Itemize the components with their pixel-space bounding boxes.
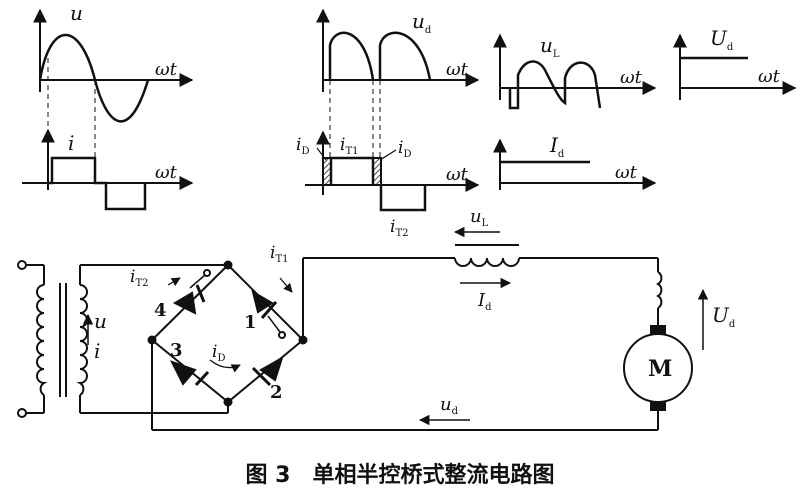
- i-axis-label: ωt: [155, 162, 178, 183]
- figure-caption: 图 3 单相半控桥式整流电路图: [246, 462, 555, 488]
- motor-field-winding: [656, 271, 663, 309]
- iT2-label: iT2: [390, 217, 408, 239]
- node-label-3: 3: [170, 340, 183, 361]
- iD-left-label: iD: [296, 135, 309, 157]
- node-label-2: 2: [270, 382, 283, 403]
- node-label-4: 4: [154, 300, 167, 321]
- iT2-arrow: [167, 277, 181, 287]
- motor-label: M: [648, 356, 672, 382]
- Id-label: Id: [549, 133, 565, 160]
- transformer-u-label: u: [94, 309, 107, 333]
- ud-pulse-2: [378, 31, 432, 81]
- uL-label: uL: [540, 33, 560, 60]
- ud-axis-label: ωt: [446, 59, 469, 80]
- bridge-node-bottom: [223, 397, 233, 407]
- uL-curve: [508, 60, 602, 110]
- smoothing-inductor: [454, 257, 520, 267]
- waveform-ud: [316, 8, 480, 160]
- Ud-circuit-label: Ud: [712, 303, 736, 330]
- input-terminal-top: [17, 260, 27, 270]
- waveform-Ud: [673, 33, 797, 100]
- Ud-axis-label: ωt: [758, 66, 781, 87]
- i-label: i: [68, 131, 74, 155]
- iD-circuit-label: iD: [212, 342, 225, 364]
- u-sine-curve: [38, 34, 150, 123]
- iT2-square-wave: [379, 185, 427, 212]
- ud-pulse-1: [328, 31, 375, 81]
- ud-label: ud: [412, 9, 432, 36]
- i-square-wave: [48, 156, 147, 211]
- waveform-i: [22, 128, 194, 211]
- iT1-label: iT1: [340, 135, 358, 157]
- motor-brush-bottom: [650, 401, 666, 411]
- currents-axis-label: ωt: [446, 164, 469, 185]
- input-terminal-bottom: [17, 408, 27, 418]
- waveform-u: [33, 8, 194, 160]
- Id-axis-label: ωt: [615, 162, 638, 183]
- waveform-Id: [493, 138, 657, 190]
- waveform-currents: [305, 130, 480, 212]
- bridge-node-top: [223, 260, 233, 270]
- node-label-1: 1: [244, 312, 257, 333]
- Ud-label: Ud: [710, 26, 734, 53]
- Id-circuit-label: Id: [477, 290, 492, 313]
- iT1-square-wave: [329, 156, 375, 185]
- ud-circuit-label: ud: [440, 394, 459, 417]
- diode-2: [251, 355, 284, 387]
- u-axis-label: ωt: [155, 59, 178, 80]
- uL-axis-label: ωt: [620, 67, 643, 88]
- iT1-circuit-label: iT1: [270, 243, 288, 265]
- iD-right-label: iD: [398, 138, 411, 160]
- waveform-uL: [493, 33, 657, 110]
- thyristor-1: [251, 289, 286, 339]
- circuit: [17, 226, 709, 431]
- motor-brush-top: [650, 325, 666, 335]
- thyristor-4: [172, 269, 211, 315]
- transformer-secondary: [76, 284, 88, 396]
- transformer-primary: [36, 284, 48, 396]
- transformer-i-label: i: [94, 339, 100, 363]
- uL-circuit-label: uL: [470, 206, 489, 229]
- iT2-circuit-label: iT2: [130, 267, 148, 289]
- diode-3: [170, 360, 210, 387]
- u-label: u: [70, 1, 83, 25]
- iD-arrow: [209, 359, 241, 373]
- iT1-arrow: [279, 277, 293, 293]
